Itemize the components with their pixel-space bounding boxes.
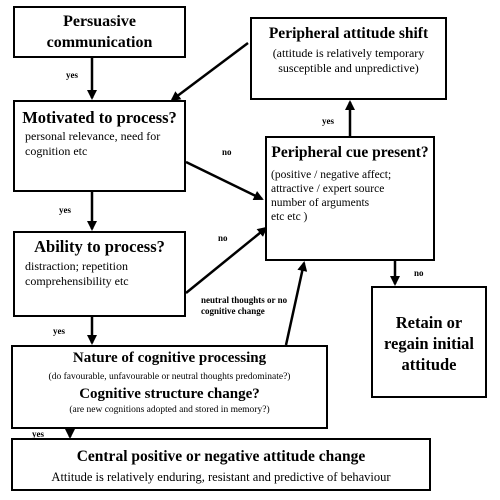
label-yes-motivated-ability: yes (59, 205, 71, 215)
central-title: Central positive or negative attitude ch… (76, 448, 366, 465)
central-attitude-change-box: Central positive or negative attitude ch… (11, 438, 431, 491)
peripheral-cue-box: Peripheral cue present? (positive / nega… (265, 136, 435, 261)
label-neutral-thoughts: neutral thoughts or no cognitive change (201, 295, 288, 316)
ability-title: Ability to process? (34, 237, 165, 256)
motivated-title: Motivated to process? (22, 108, 177, 127)
nature-note: (do favourable, unfavourable or neutral … (48, 372, 291, 382)
persuasive-communication-box: Persuasive communication (13, 6, 186, 58)
motivated-to-process-box: Motivated to process? personal relevance… (13, 100, 186, 192)
structure-change-title: Cognitive structure change? (79, 386, 260, 402)
cue-title: Peripheral cue present? (271, 144, 429, 161)
arrow-ability-to-cue (185, 226, 268, 294)
central-body: Attitude is relatively enduring, resista… (51, 470, 391, 484)
label-yes-nature-central: yes (32, 429, 44, 439)
persuasive-title: Persuasive communication (46, 13, 153, 51)
shift-title: Peripheral attitude shift (268, 25, 429, 42)
cognitive-processing-box: Nature of cognitive processing (do favou… (11, 345, 328, 429)
label-no-cue-retain: no (414, 268, 424, 278)
ability-body: distraction; repetition comprehensibilit… (25, 259, 129, 288)
label-no-ability-cue: no (218, 233, 228, 243)
motivated-body: personal relevance, need for cognition e… (25, 129, 161, 158)
ability-to-process-box: Ability to process? distraction; repetit… (13, 231, 186, 317)
arrow-motivated-to-cue (185, 160, 264, 201)
peripheral-attitude-shift-box: Peripheral attitude shift (attitude is r… (250, 17, 447, 100)
cue-body: (positive / negative affect; attractive … (271, 169, 392, 223)
structure-change-note: (are new cognitions adopted and stored i… (69, 405, 270, 415)
retain-initial-attitude-box: Retain or regain initial attitude (371, 286, 487, 398)
label-no-motivated-cue: no (222, 147, 232, 157)
arrow-nature-to-cue (284, 261, 308, 346)
label-yes-persuasive-motivated: yes (66, 70, 78, 80)
shift-body: (attitude is relatively temporary suscep… (272, 46, 425, 75)
arrow-shift-to-motivated (170, 42, 249, 102)
nature-title: Nature of cognitive processing (72, 350, 267, 366)
label-yes-cue-shift: yes (322, 116, 334, 126)
label-yes-ability-nature: yes (53, 326, 65, 336)
retain-title: Retain or regain initial attitude (384, 313, 474, 374)
